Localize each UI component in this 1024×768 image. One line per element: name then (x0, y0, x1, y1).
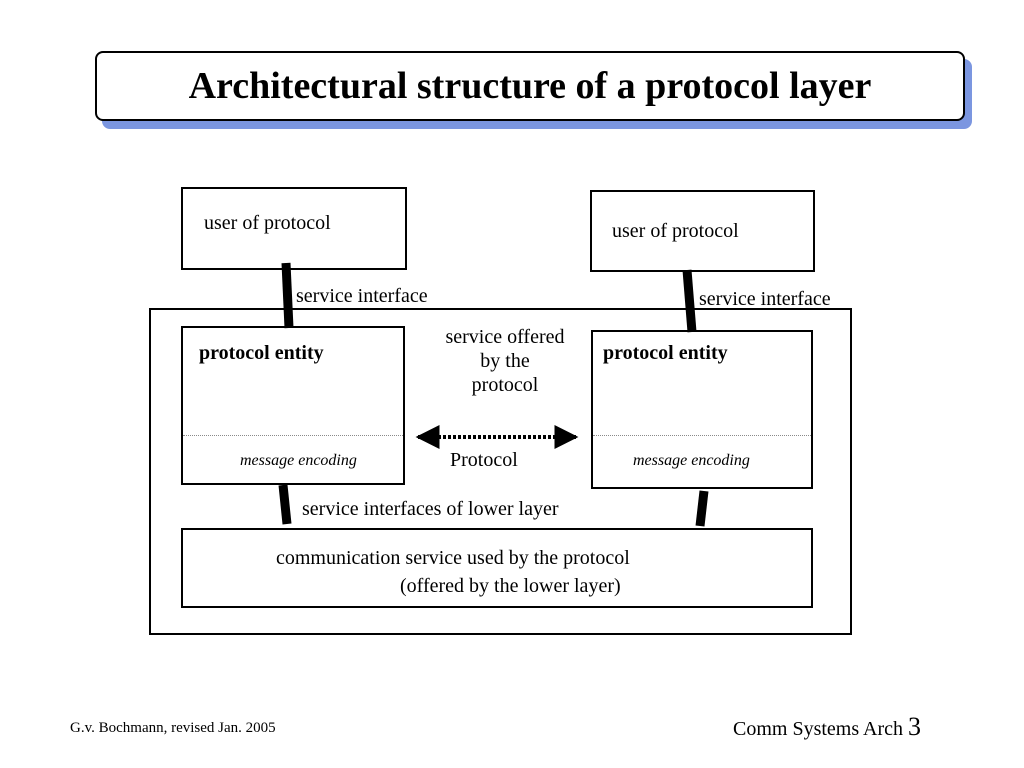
message-encoding-left-label: message encoding (240, 452, 357, 469)
encoding-divider-right (593, 435, 811, 436)
communication-service-line2: (offered by the lower layer) (400, 575, 621, 597)
service-interface-left-line (281, 262, 294, 329)
protocol-entity-left-box: protocol entity message encoding (181, 326, 405, 485)
lower-layer-interfaces-label: service interfaces of lower layer (302, 498, 559, 520)
title-box: Architectural structure of a protocol la… (95, 51, 965, 121)
user-of-protocol-left-box: user of protocol (181, 187, 407, 270)
protocol-entity-right-box: protocol entity message encoding (591, 330, 813, 489)
service-offered-line2: by the (480, 350, 530, 372)
communication-service-line1: communication service used by the protoc… (276, 547, 630, 569)
footer-course-name: Comm Systems Arch (733, 718, 904, 740)
service-interface-right-label: service interface (699, 288, 831, 310)
encoding-divider-left (183, 435, 403, 436)
protocol-entity-right-label: protocol entity (603, 342, 728, 364)
service-offered-label: service offered by the protocol (420, 325, 590, 397)
service-offered-line1: service offered (445, 326, 565, 348)
service-offered-line3: protocol (471, 374, 539, 396)
footer-author: G.v. Bochmann, revised Jan. 2005 (70, 720, 276, 736)
protocol-label: Protocol (450, 449, 518, 471)
message-encoding-right-label: message encoding (633, 452, 750, 469)
lower-interface-left-line (278, 484, 292, 525)
slide-title: Architectural structure of a protocol la… (188, 65, 872, 107)
protocol-entity-left-label: protocol entity (199, 342, 324, 364)
user-of-protocol-left-label: user of protocol (204, 212, 331, 234)
lower-interface-right-line (695, 490, 709, 527)
page-number: 3 (908, 712, 922, 741)
user-of-protocol-right-box: user of protocol (590, 190, 815, 272)
communication-service-box: communication service used by the protoc… (181, 528, 813, 608)
footer-course: Comm Systems Arch 3 (733, 712, 921, 742)
service-interface-left-label: service interface (296, 285, 428, 307)
user-of-protocol-right-label: user of protocol (612, 220, 739, 242)
service-interface-right-line (682, 269, 697, 333)
